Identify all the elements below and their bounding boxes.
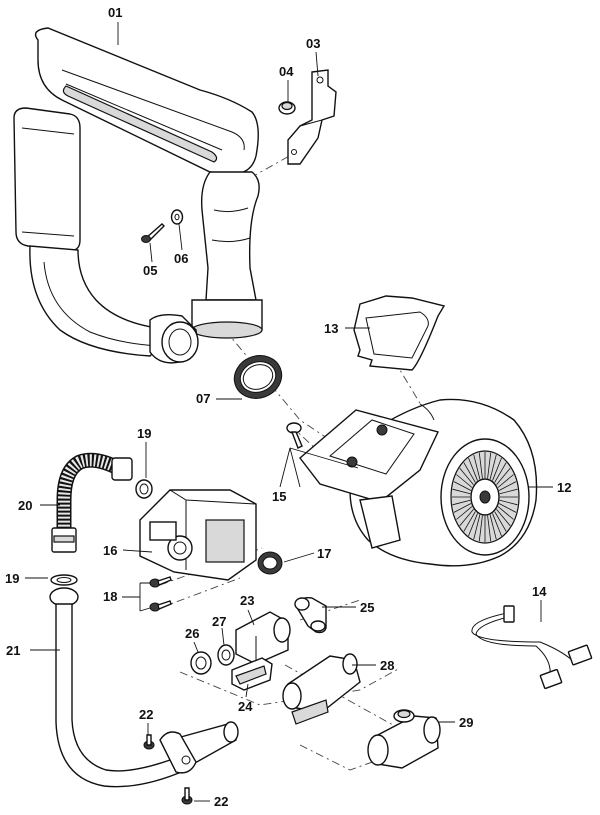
part-01-flue-duct [13,27,263,364]
fan-blade-line [459,467,474,486]
fan-blade-line [453,503,472,513]
part-22-screws [143,734,193,805]
fan-blade-line [478,452,483,479]
part-06-washer [170,209,184,225]
fan-blade-line [497,506,514,520]
part-04-nut [278,101,296,115]
part-07-seal-ring [233,355,283,399]
part-25-elbow [294,596,327,634]
callout-22-lower: 22 [214,794,228,809]
fan-blade-line [456,474,473,488]
leader-lines [25,22,553,802]
callout-06: 06 [174,251,188,266]
part-19-washers [50,479,153,586]
fan-blade-line [489,454,497,480]
fan-blade-line [468,513,478,537]
part-29-isolation-valve [367,709,441,769]
fan-blade-line [468,457,478,481]
callout-16: 16 [103,543,117,558]
callout-29: 29 [459,715,473,730]
fan-blade-line [487,452,492,479]
callout-19-upper: 19 [137,426,151,441]
callout-22-upper: 22 [139,707,153,722]
part-28-valve [282,653,361,725]
callout-28: 28 [380,658,394,673]
callout-01: 01 [108,5,122,20]
fan-blade-line [494,462,507,483]
callout-20: 20 [18,498,32,513]
fan-blade-line [496,467,511,486]
fan-blade-line [499,488,518,495]
part-23-tap-body [235,611,291,665]
fan-blade-line [452,499,471,506]
callout-12: 12 [557,480,571,495]
part-24-tap-handle [231,657,273,691]
fan-blade-line [459,508,474,527]
fan-blade-line [473,514,481,540]
fan-blade-line [492,457,502,481]
fan-blade-line [487,515,492,542]
fan-blade-line [496,508,511,527]
callout-14: 14 [532,584,547,599]
fan-blade-line [499,499,518,506]
callout-19-lower: 19 [5,571,19,586]
part-20-flexible-hose [51,452,133,553]
part-17-grommet [257,551,283,575]
fan-blade-line [473,454,481,480]
fan-blade-line [452,488,471,495]
fan-blade-line [456,506,473,520]
part-05-screw [141,223,165,243]
callout-13: 13 [324,321,338,336]
part-16-gas-valve [139,489,257,581]
fan-blade-line [498,481,517,491]
callout-03: 03 [306,36,320,51]
fan-blade-line [498,503,517,513]
callout-24: 24 [238,699,253,714]
fan-blade-line [489,514,497,540]
part-18-screws [149,576,172,612]
callout-26: 26 [185,626,199,641]
callout-21: 21 [6,643,20,658]
part-03-bracket [287,69,337,165]
part-26-nut [190,651,212,675]
callout-17: 17 [317,546,331,561]
part-27-washer [217,644,235,666]
fan-blade-line [494,511,507,532]
fan-blade-line [478,515,483,542]
part-13-gasket [353,295,446,371]
callout-15: 15 [272,489,286,504]
callout-18: 18 [103,589,117,604]
callout-04: 04 [279,64,294,79]
callout-05: 05 [143,263,157,278]
callout-07: 07 [196,391,210,406]
fan-blade-line [463,511,476,532]
callout-25: 25 [360,600,374,615]
fan-blade-line [453,481,472,491]
fan-blade-line [463,462,476,483]
callout-labels: 01 03 04 05 06 07 12 13 14 15 16 17 18 1… [5,5,571,809]
callout-27: 27 [212,614,226,629]
part-21-gas-pipe [49,587,239,788]
fan-blade-lines [452,452,518,542]
fan-blade-line [492,513,502,537]
part-15-screws [286,422,303,449]
part-12-fan [299,398,538,567]
callout-23: 23 [240,593,254,608]
fan-blade-line [497,474,514,488]
part-14-wiring-harness [471,605,593,690]
